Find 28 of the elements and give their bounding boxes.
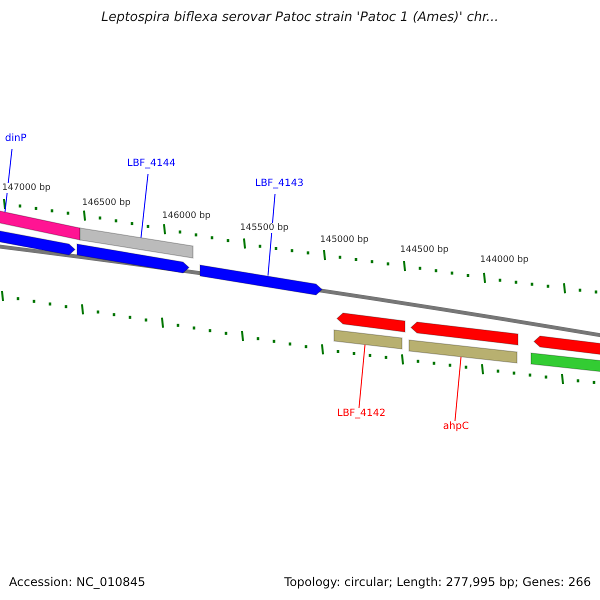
gene-feature xyxy=(410,321,518,346)
gene-label: dinP xyxy=(5,133,26,144)
gene-label: LBF_4144 xyxy=(127,158,176,169)
footer-text: Topology: circular; Length: 277,995 bp; Genes: 266 xyxy=(284,575,591,589)
scale-label: 145000 bp xyxy=(320,235,369,245)
scale-label: 145500 bp xyxy=(240,223,289,233)
gene-feature xyxy=(530,352,600,373)
scale-label: 144000 bp xyxy=(480,255,529,265)
gene-label: ahpC xyxy=(443,421,469,432)
scale-label: 146500 bp xyxy=(82,198,131,208)
footer-text: Accession: NC_010845 xyxy=(9,575,146,589)
gene-label: LBF_4142 xyxy=(337,408,386,419)
gene-feature xyxy=(0,209,80,241)
leader-line xyxy=(4,148,12,213)
gene-label: LBF_4143 xyxy=(255,178,304,189)
gene-feature xyxy=(334,329,402,350)
gene-feature xyxy=(200,264,323,296)
title: Leptospira biflexa serovar Patoc strain 'Patoc 1 (Ames)' chr... xyxy=(100,10,500,25)
gene-feature xyxy=(0,229,76,256)
gene-feature xyxy=(80,227,194,259)
leader-line xyxy=(268,194,276,276)
gene-feature xyxy=(533,335,600,356)
gene-feature xyxy=(336,312,406,333)
scale-label: 146000 bp xyxy=(162,211,211,221)
gene-feature xyxy=(76,243,190,274)
scale-label: 147000 bp xyxy=(2,183,51,193)
scale-label: 144500 bp xyxy=(400,245,449,255)
leader-line xyxy=(140,174,148,238)
